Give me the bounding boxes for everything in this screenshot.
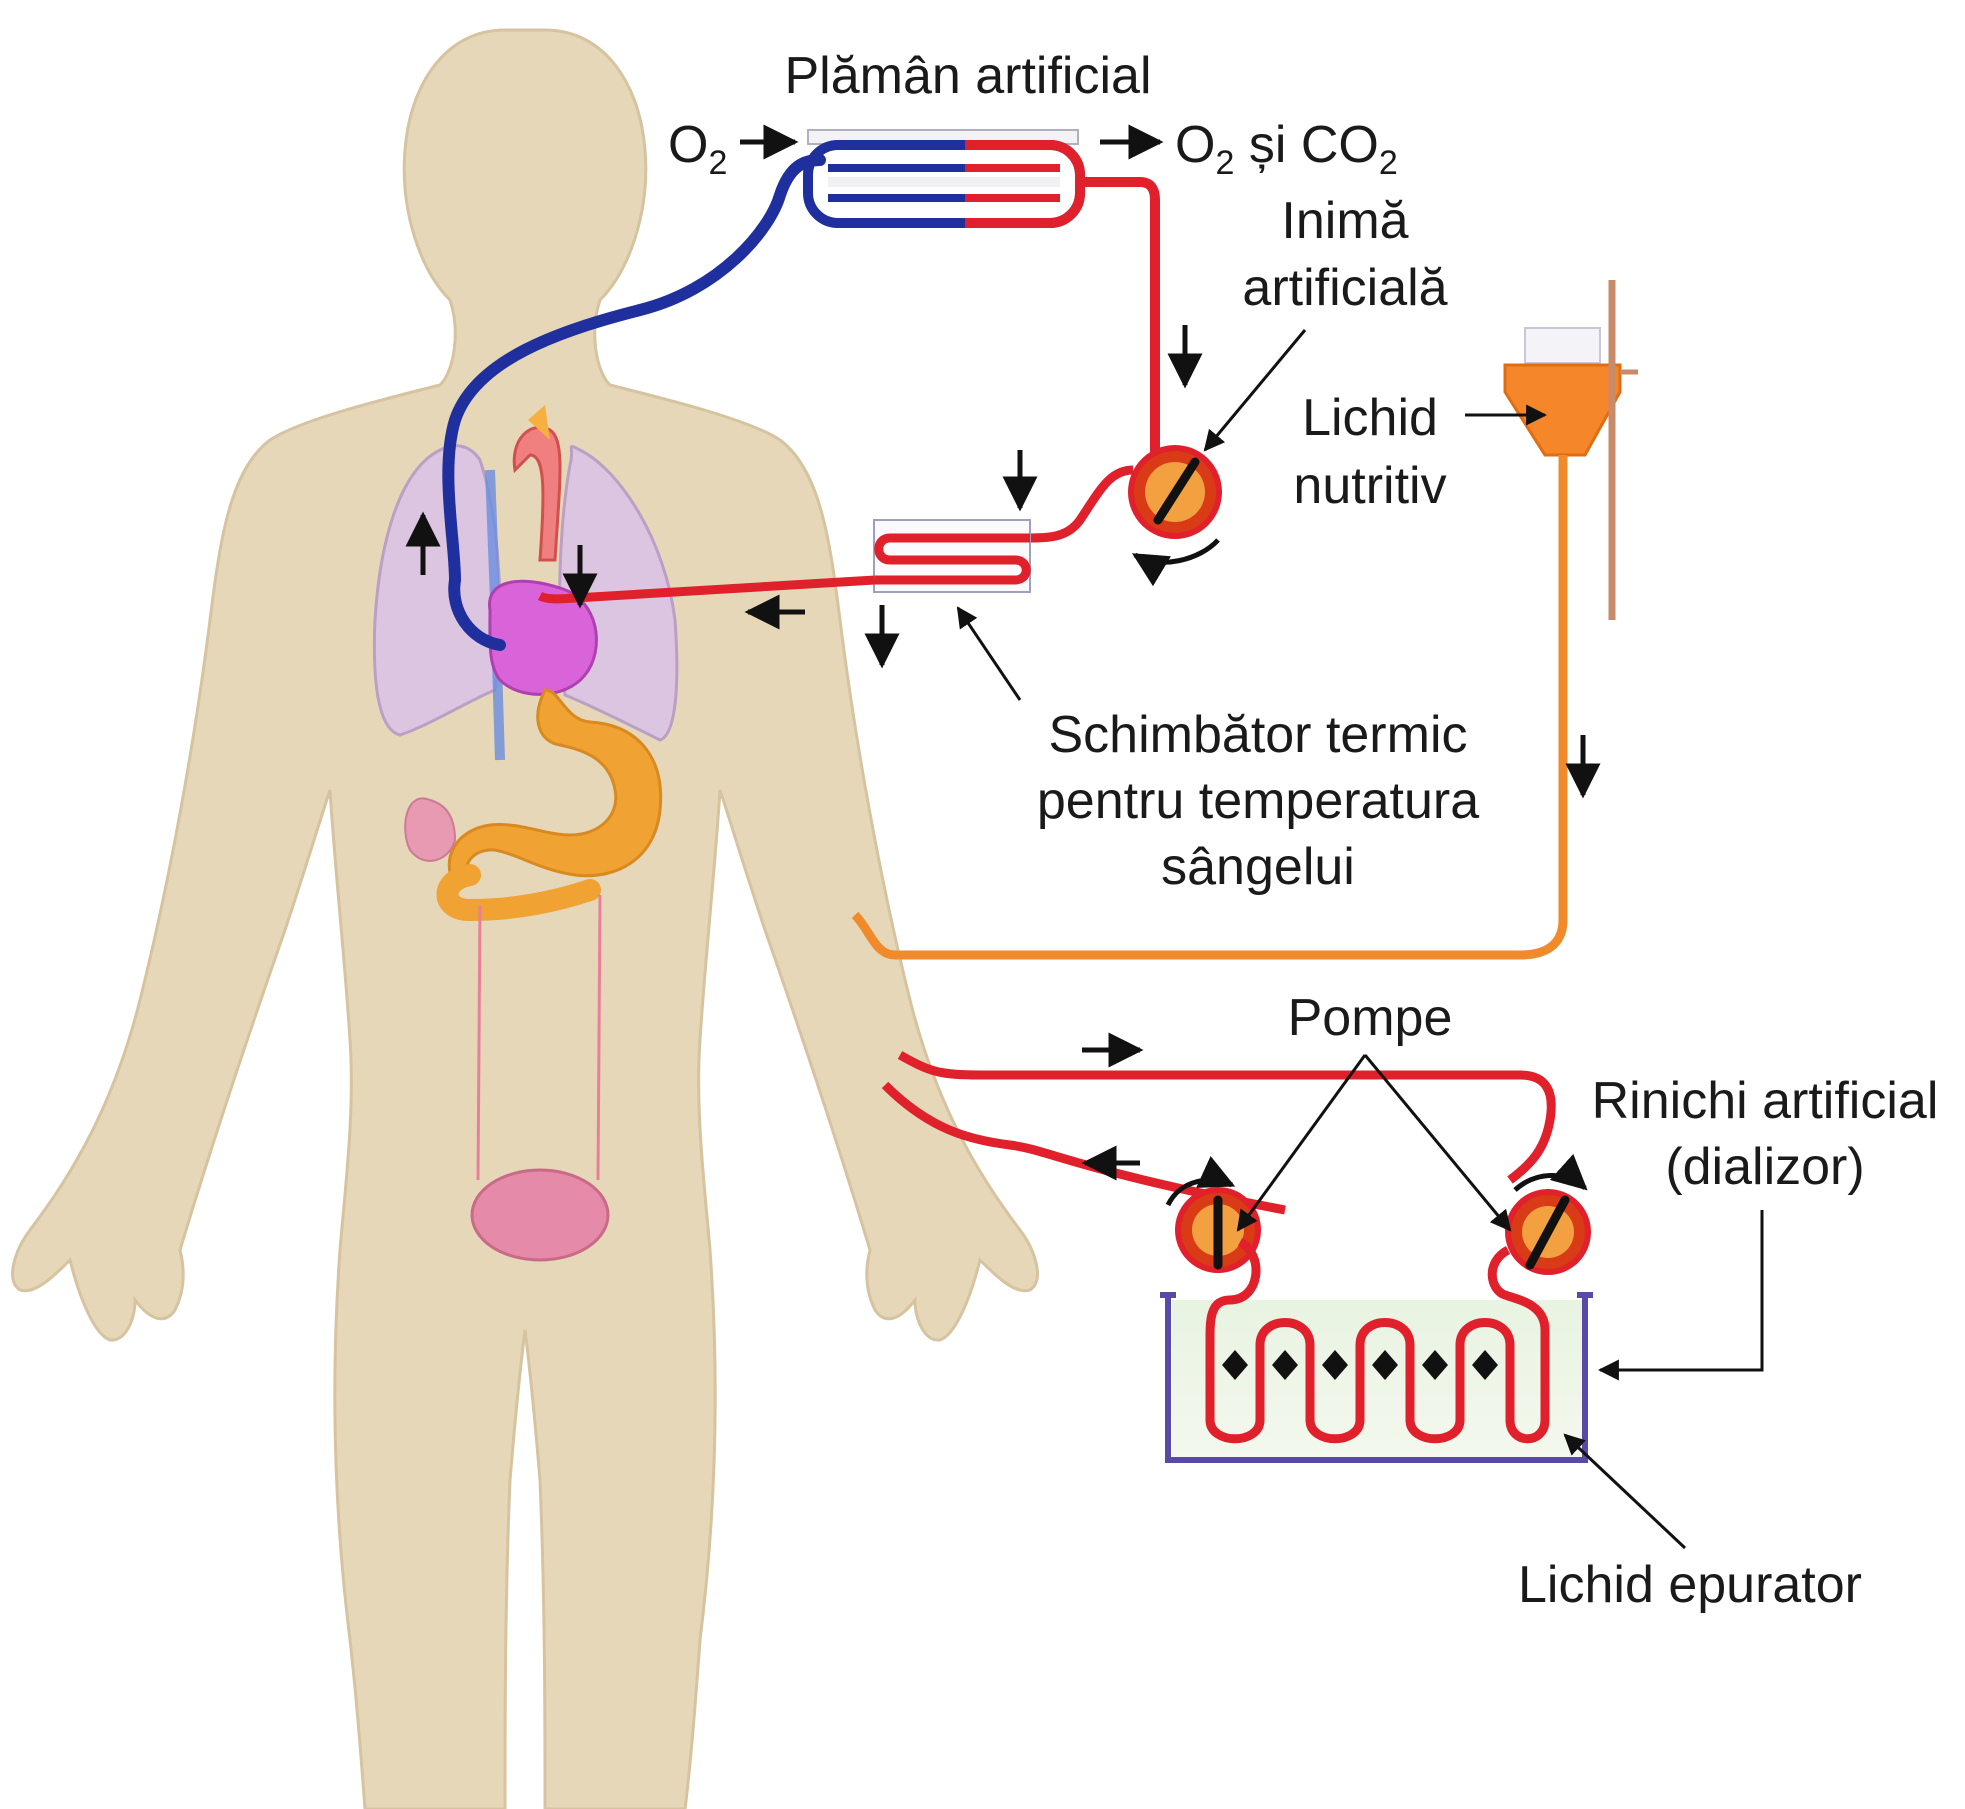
leader-pumps-right xyxy=(1363,1054,1512,1232)
leader-lines xyxy=(956,329,1764,1550)
aorta xyxy=(512,425,562,562)
artificial-lung-device xyxy=(803,129,1085,228)
leader-purifying-fluid xyxy=(1563,1433,1687,1550)
intestine xyxy=(436,864,601,922)
dialysis-pump-right xyxy=(1505,1189,1591,1275)
artificial-heart-pump xyxy=(1128,445,1222,539)
bladder xyxy=(470,1168,610,1262)
dialysis-tube-outgoing xyxy=(897,1051,1556,1184)
ureter-right xyxy=(596,894,602,1181)
pancreas xyxy=(404,797,457,862)
dialysis-pump-left xyxy=(1175,1187,1261,1273)
leader-pumps-left xyxy=(1236,1054,1367,1232)
venous-tube xyxy=(442,154,826,651)
oxygenated-tube-to-pump xyxy=(1080,177,1168,483)
label-pumps: Pompe xyxy=(1288,989,1453,1047)
label-nutritive-fluid-2: nutritiv xyxy=(1293,457,1446,515)
leader-artificial-kidney xyxy=(1597,1210,1764,1381)
dialysis-tube-return xyxy=(881,1081,1286,1215)
label-o2-in: O2 xyxy=(668,116,727,182)
nutritive-fluid-tube xyxy=(851,455,1568,960)
label-artificial-heart-1: Inimă xyxy=(1281,192,1408,250)
nutritive-fluid-reservoir xyxy=(1503,280,1638,620)
label-purifying-fluid: Lichid epurator xyxy=(1518,1556,1862,1614)
label-artificial-heart-2: artificială xyxy=(1242,259,1447,317)
heat-exchanger-device xyxy=(873,519,1031,593)
tube-pump-to-exchanger xyxy=(1029,465,1134,543)
ureter-left xyxy=(476,904,482,1181)
right-pump-rotation-arrow xyxy=(1513,1153,1588,1192)
label-artificial-lung: Plămân artificial xyxy=(784,47,1151,105)
dialyzer-bath xyxy=(1160,1238,1593,1463)
leader-artificial-heart xyxy=(1203,329,1307,452)
heart xyxy=(488,579,598,696)
aortic-branch xyxy=(528,405,550,440)
label-heat-exchanger-2: pentru temperatura xyxy=(1037,772,1479,830)
human-body-silhouette xyxy=(11,28,1039,1809)
label-nutritive-fluid-1: Lichid xyxy=(1302,389,1438,447)
label-heat-exchanger-1: Schimbător termic xyxy=(1049,706,1468,764)
pump-rotation-arrow xyxy=(1131,538,1220,587)
label-artificial-kidney-1: Rinichi artificial xyxy=(1592,1072,1939,1130)
label-heat-exchanger-3: sângelui xyxy=(1161,838,1355,896)
leader-heat-exchanger xyxy=(956,606,1022,701)
internal-organs xyxy=(372,405,679,1262)
label-artificial-kidney-2: (dializor) xyxy=(1665,1138,1864,1196)
flow-arrows xyxy=(405,124,1601,1181)
label-gas-out: O2 și CO2 xyxy=(1175,116,1398,182)
left-pump-rotation-arrow xyxy=(1165,1156,1236,1207)
